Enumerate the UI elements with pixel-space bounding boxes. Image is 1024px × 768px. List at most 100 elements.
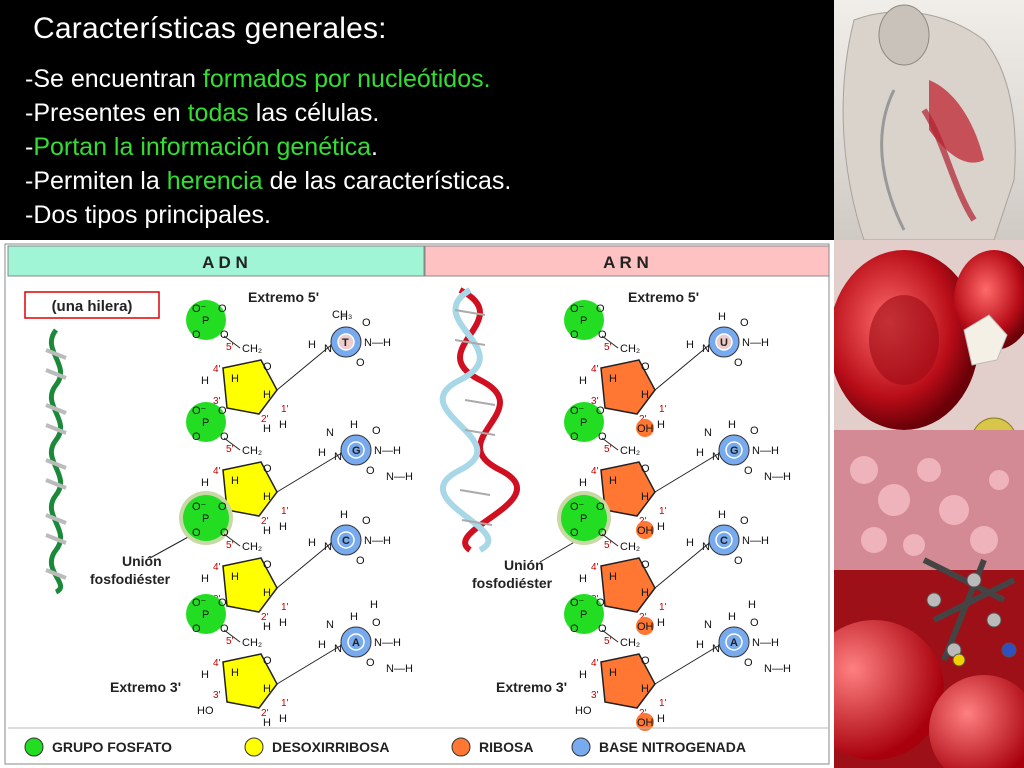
ch2-group: CH₂ (620, 541, 640, 553)
phosphorus-atom: P (580, 609, 587, 621)
atom-label: 5' (604, 342, 612, 353)
atom-label: H (657, 713, 665, 725)
atom-label: H (263, 587, 271, 599)
atom-label: 3' (591, 690, 599, 701)
atom-label: 1' (281, 404, 289, 415)
atom-label: H (201, 477, 209, 489)
atom-label: O (372, 425, 381, 437)
oh-group: OH (637, 525, 654, 537)
atom-label: N (712, 451, 720, 463)
atom-label: H (718, 509, 726, 521)
legend-phosphate: GRUPO FOSFATO (52, 739, 172, 755)
base-letter: G (352, 445, 361, 457)
atom-label: 1' (281, 506, 289, 517)
atom-label: H (579, 573, 587, 585)
atom-label: 4' (591, 562, 599, 573)
atom-label: 5' (226, 342, 234, 353)
atom-label: H (308, 537, 316, 549)
ribose-sugar (600, 359, 656, 415)
atom-label: N (702, 343, 710, 355)
legend-base-swatch (571, 737, 591, 757)
atom-label: H (609, 475, 617, 487)
atom-label: O (192, 527, 201, 539)
bullet-highlight: herencia (166, 167, 263, 195)
atom-label: N—H (742, 337, 769, 349)
bullet-text: . (371, 133, 378, 161)
atom-label: H (263, 717, 271, 729)
atom-label: H (579, 375, 587, 387)
phosphorus-atom: P (580, 513, 587, 525)
atom-label: 2' (261, 516, 269, 527)
bullet-text: -Presentes en (25, 99, 188, 127)
atom-label: H (657, 617, 665, 629)
bullet-highlight: Portan la información genética (33, 133, 372, 161)
atom-label: H (263, 683, 271, 695)
atom-label: H (748, 599, 756, 611)
atom-label: H (201, 573, 209, 585)
atom-label: O (570, 623, 579, 635)
atom-label: H (696, 447, 704, 459)
deoxyribose-sugar (222, 359, 278, 415)
atom-label: O (750, 425, 759, 437)
atom-label: O (218, 501, 227, 513)
atom-label: H (201, 375, 209, 387)
atom-label: H (263, 621, 271, 633)
hydroxyl-group (636, 521, 654, 539)
phosphate-group (183, 495, 229, 541)
atom-label: H (231, 373, 239, 385)
atom-label: O (366, 657, 375, 669)
ch2-group: CH₂ (242, 541, 262, 553)
atom-label: 2' (261, 612, 269, 623)
atom-label: H (350, 419, 358, 431)
atom-label: H (641, 491, 649, 503)
atom-label: O (596, 405, 605, 417)
atom-label: H (340, 311, 348, 323)
atom-label: H (641, 683, 649, 695)
atom-label: N (324, 343, 332, 355)
atom-label: H (263, 525, 271, 537)
atom-label: N (326, 619, 334, 631)
hydroxyl-group (636, 713, 654, 731)
legend-deoxyribose: DESOXIRRIBOSA (272, 739, 389, 755)
dna-rna-diagram: A D N A R N (una hilera) Extremo 5' Extr… (0, 240, 834, 768)
atom-label: O (362, 317, 371, 329)
anatomy-illustration (834, 0, 1024, 768)
atom-label: H (579, 669, 587, 681)
bullet-item: -Dos tipos principales. (25, 198, 511, 232)
atom-label: N—H (752, 637, 779, 649)
legend-ribose: RIBOSA (479, 739, 533, 755)
atom-label: H (308, 339, 316, 351)
atom-label: O (263, 655, 272, 667)
phosphorus-atom: P (202, 315, 209, 327)
atom-label: O (641, 655, 650, 667)
atom-label: 4' (213, 562, 221, 573)
base-letter: C (342, 535, 350, 547)
arn-union-label-2: fosfodiéster (472, 575, 553, 591)
phosphate-group (186, 300, 226, 340)
atom-label: H (231, 475, 239, 487)
phosphate-group (564, 402, 604, 442)
atom-label: 1' (659, 698, 667, 709)
atom-label: N (324, 541, 332, 553)
atom-label: O (356, 357, 365, 369)
atom-label: H (609, 667, 617, 679)
bullet-item: -Permiten la herencia de las característ… (25, 164, 511, 198)
methyl-group: CH₃ (332, 309, 352, 321)
phosphorus-atom: P (202, 609, 209, 621)
atom-label: O (263, 361, 272, 373)
atom-label: O (596, 501, 605, 513)
ch2-group: CH₂ (620, 445, 640, 457)
base-letter: A (352, 637, 360, 649)
atom-label: O (220, 329, 229, 341)
oh-group: OH (637, 621, 654, 633)
atom-label: 1' (659, 506, 667, 517)
adn-union-label-2: fosfodiéster (90, 571, 171, 587)
atom-label: 4' (591, 658, 599, 669)
ribose-sugar (600, 653, 656, 709)
bullet-highlight: todas (187, 99, 249, 127)
atom-label: O (744, 465, 753, 477)
atom-label: 5' (604, 444, 612, 455)
